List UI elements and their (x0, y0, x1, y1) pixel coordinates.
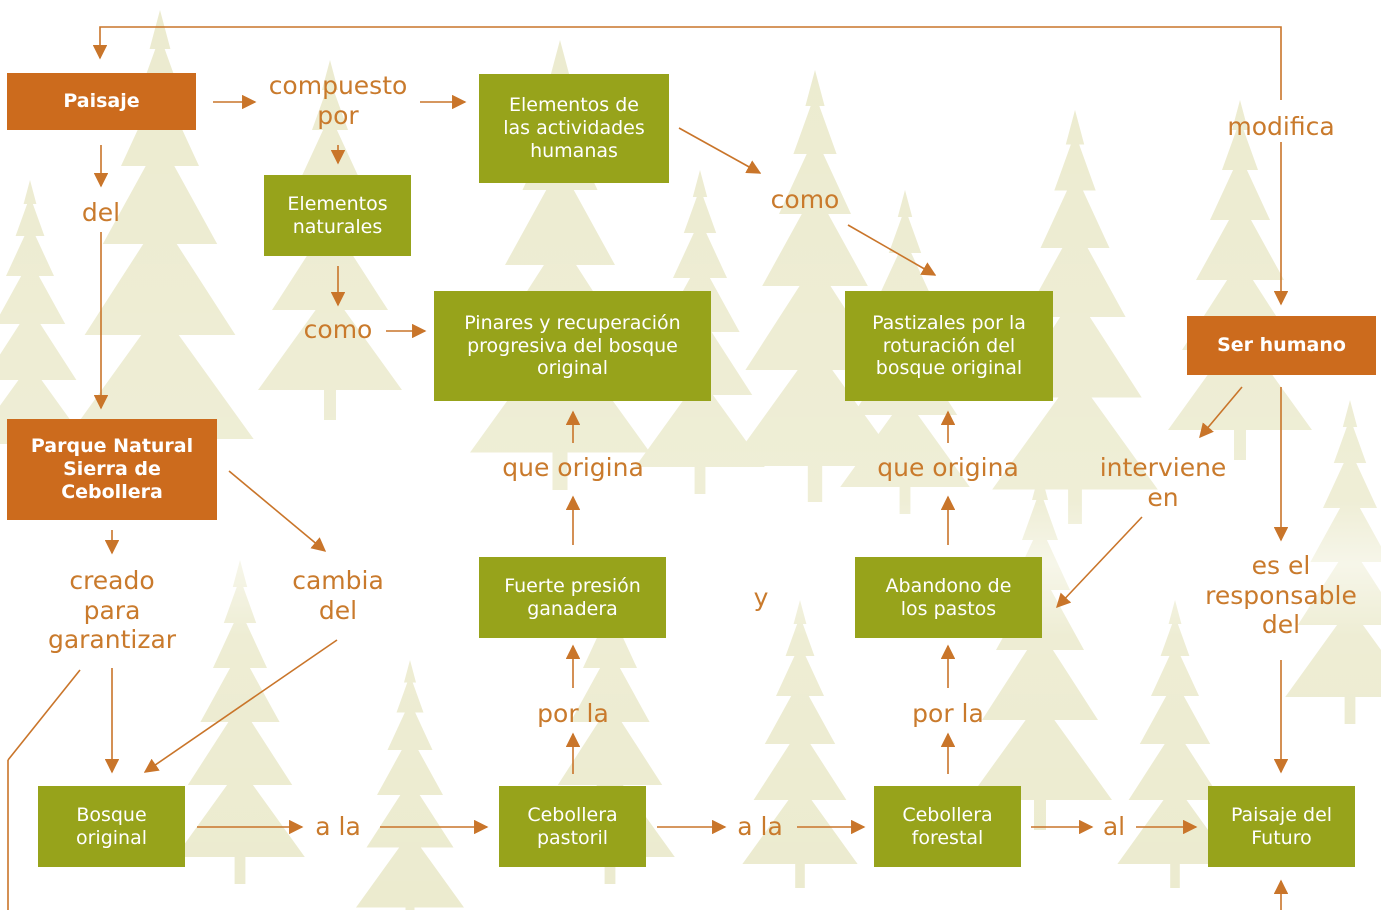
label-al: al (1102, 812, 1126, 841)
box-cebollera-forestal: Cebollera forestal (874, 786, 1021, 867)
label-del: del (81, 198, 121, 227)
box-pinares: Pinares y recuperación progresiva del bo… (434, 291, 711, 401)
label-creado-para-garantizar: creado para garantizar (47, 566, 177, 654)
label-que-origina-pinares: que origina (502, 453, 644, 482)
box-pastizales: Pastizales por la roturación del bosque … (845, 291, 1053, 401)
label-y: y (753, 583, 769, 612)
label-cambia-del: cambia del (292, 566, 384, 625)
box-bosque-original: Bosque original (38, 786, 185, 867)
label-a-la-2: a la (737, 812, 783, 841)
label-que-origina-pastizales: que origina (877, 453, 1019, 482)
box-paisaje: Paisaje (7, 73, 196, 130)
box-abandono: Abandono de los pastos (855, 557, 1042, 638)
box-elementos-naturales: Elementos naturales (264, 175, 411, 256)
label-como-naturales: como (303, 315, 373, 344)
label-a-la-1: a la (315, 812, 361, 841)
box-paisaje-futuro: Paisaje del Futuro (1208, 786, 1355, 867)
label-es-el-responsable: es el responsable del (1205, 551, 1357, 639)
box-fuerte-presion: Fuerte presión ganadera (479, 557, 666, 638)
box-parque-natural: Parque Natural Sierra de Cebollera (7, 419, 217, 520)
box-cebollera-pastoril: Cebollera pastoril (499, 786, 646, 867)
label-compuesto-por: compuesto por (268, 71, 408, 130)
label-interviene-en: interviene en (1099, 453, 1227, 512)
label-modifica: modifica (1227, 112, 1335, 141)
box-ser-humano: Ser humano (1187, 316, 1376, 375)
label-por-la-forestal: por la (912, 699, 984, 728)
label-como-actividades: como (770, 185, 840, 214)
box-elementos-actividades: Elementos de las actividades humanas (479, 74, 669, 183)
label-por-la-pastoril: por la (537, 699, 609, 728)
